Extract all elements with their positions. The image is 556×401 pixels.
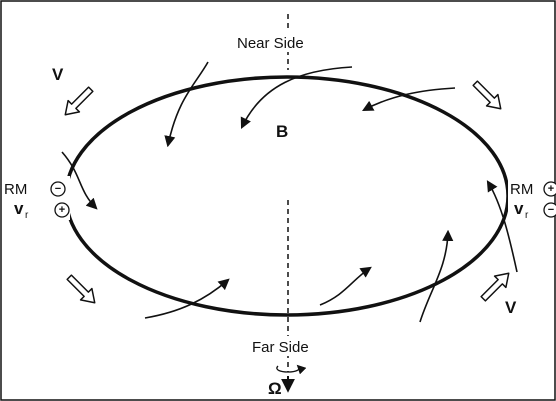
velocity-arrow-top-left [64,86,94,116]
right-vr-sub: r [525,210,529,221]
left-marker: RM − v r + [4,181,70,221]
left-vr-sign: + [59,204,65,216]
far-side-label-bg [250,336,332,356]
velocity-arrow-top-right [472,80,502,110]
field-line-1 [164,61,209,148]
velocity-arrow-bottom-right [480,272,510,302]
left-rm-label: RM [4,181,27,198]
velocity-label-left: V [52,65,64,84]
field-line-6 [419,229,454,323]
far-side-label: Far Side [252,339,309,356]
left-rm-sign: − [55,183,61,195]
ring-ellipse [64,75,510,317]
field-label: B [276,122,288,141]
right-vr-sign: − [548,204,554,216]
right-rm-label: RM [510,181,533,198]
right-marker: RM + v r − [510,181,556,221]
field-line-4 [61,151,98,210]
field-line-5 [486,180,518,273]
right-rm-sign-icon [543,181,556,197]
field-lines [61,61,518,323]
left-vr-label: v [14,199,24,218]
field-line-7 [144,278,230,319]
rotation-curl-icon [276,364,307,375]
velocity-arrow-bottom-left [66,274,96,304]
right-rm-sign: + [548,183,554,195]
field-line-3 [362,87,456,112]
left-rm-sign-icon [50,181,66,197]
near-side-label: Near Side [237,35,304,52]
left-vr-sign-icon [54,202,70,218]
right-vr-label: v [514,199,524,218]
velocity-label-right: V [505,298,517,317]
near-side-label-bg [236,32,334,52]
velocity-arrows [64,80,510,304]
field-line-8 [319,266,372,306]
omega-label: Ω [268,379,282,398]
field-line-2 [240,66,353,130]
right-vr-sign-icon [543,202,556,218]
left-vr-sub: r [25,210,29,221]
